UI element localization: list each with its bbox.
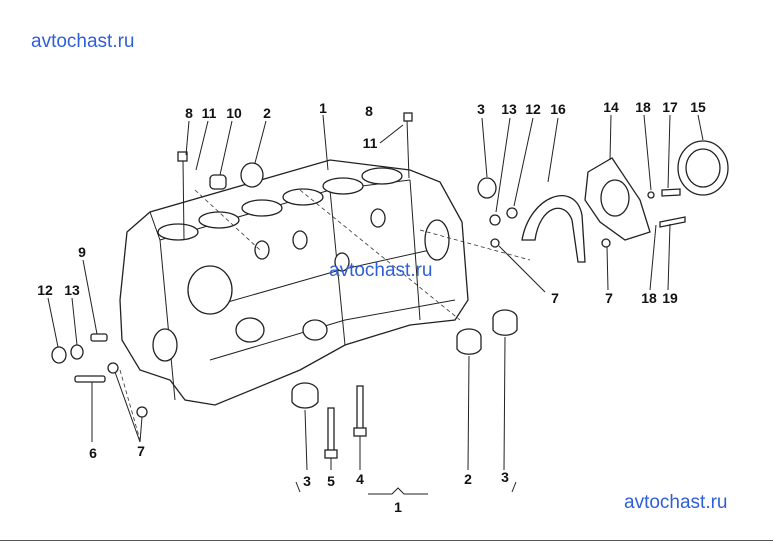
callout-label: 10	[226, 105, 242, 121]
bolt-4	[353, 385, 367, 437]
watermark-bottom: avtochast.ru	[624, 492, 728, 513]
callout-label: 11	[363, 135, 378, 151]
callout-label: 2	[263, 105, 271, 121]
cap-3-bottom	[291, 382, 319, 409]
callout-label: 3	[477, 101, 485, 117]
callout-label: 18	[635, 99, 651, 115]
callout-label: 16	[550, 101, 566, 117]
engine-block	[119, 159, 469, 406]
callout-label: 2	[464, 471, 472, 487]
callout-label: 3	[501, 469, 509, 485]
cap-3-right	[492, 309, 518, 336]
watermark-middle: avtochast.ru	[329, 260, 433, 281]
callout-label: 3	[303, 473, 311, 489]
callout-label: 9	[78, 244, 86, 260]
callout-label: 19	[662, 290, 678, 306]
callout-label: 1	[319, 100, 327, 116]
watermark-top: avtochast.ru	[31, 31, 135, 52]
washer-13	[70, 344, 84, 360]
nut-12	[51, 346, 67, 364]
callout-label: 8	[185, 105, 193, 121]
callout-label: 11	[202, 105, 217, 121]
plug-2-top	[240, 162, 264, 188]
leader-lines	[47, 114, 704, 495]
stud-6	[74, 375, 106, 383]
callout-label: 12	[525, 101, 541, 117]
callout-label: 5	[327, 473, 335, 489]
plug-3-top	[477, 177, 497, 199]
callout-label: 6	[89, 445, 97, 461]
bottom-divider	[0, 540, 773, 541]
callout-label: 14	[603, 99, 619, 115]
callout-label: 15	[690, 99, 706, 115]
callout-label: 13	[501, 101, 517, 117]
cap-2-bottom	[456, 328, 482, 355]
callout-label: 4	[356, 471, 364, 487]
stud-9	[90, 333, 108, 342]
seal-carrier-16	[521, 195, 586, 263]
bolt-5	[324, 407, 338, 459]
sleeve-10	[209, 174, 227, 190]
callout-label: 1	[394, 499, 402, 515]
callout-label: 7	[605, 290, 613, 306]
callout-label: 8	[365, 103, 373, 119]
callout-label: 18	[641, 290, 657, 306]
oil-seal-15	[677, 140, 729, 196]
callout-label: 13	[64, 282, 80, 298]
callout-label: 7	[137, 443, 145, 459]
callout-label: 12	[37, 282, 53, 298]
callout-label: 7	[551, 290, 559, 306]
callout-label: 17	[662, 99, 678, 115]
